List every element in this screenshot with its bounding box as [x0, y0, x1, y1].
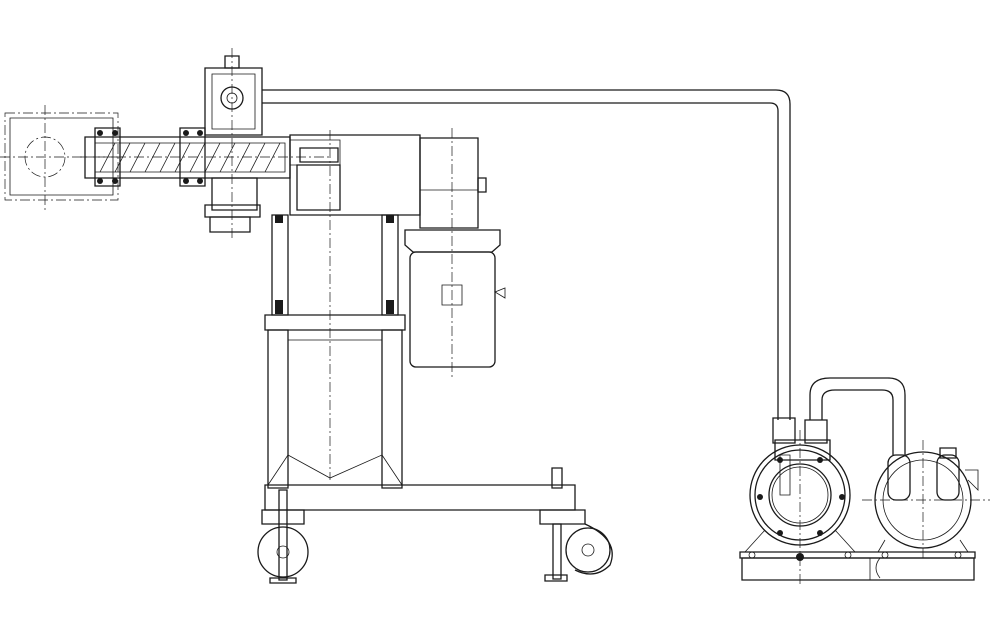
feed-hopper [205, 48, 262, 240]
caster-right [540, 468, 612, 581]
gear-reducer [420, 128, 486, 380]
inlet-flange [0, 105, 125, 210]
vacuum-pipe [262, 90, 790, 420]
pump-base [740, 552, 975, 580]
support-frame [265, 215, 575, 510]
gearbox-housing [290, 130, 420, 480]
drive-motor [405, 230, 505, 367]
screw-conveyor [80, 128, 330, 186]
caster-left [258, 490, 308, 583]
vacuum-pump [745, 378, 905, 585]
pump-motor [862, 440, 990, 560]
